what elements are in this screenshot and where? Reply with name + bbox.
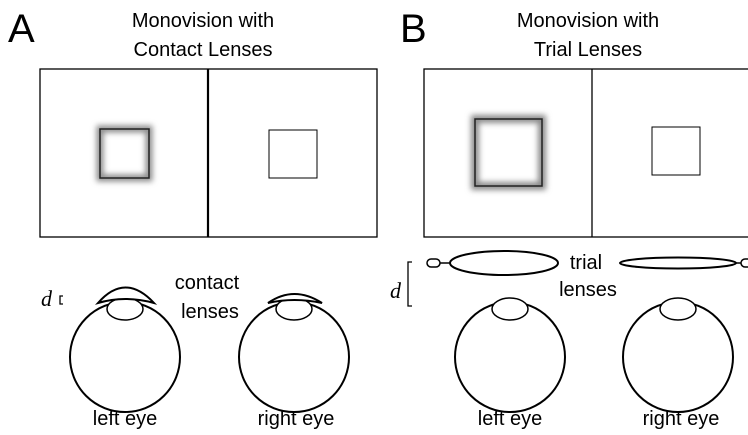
panel-b-title-line2: Trial Lenses [534, 39, 642, 61]
panel-a-right-eye [238, 293, 350, 413]
panel-b-left-eye [454, 297, 566, 413]
panel-b-left-cornea [491, 297, 529, 321]
panel-a-blurred-square [99, 128, 150, 179]
panel-b-left-eye-label: left eye [478, 408, 542, 430]
panel-a-left-eye-label: left eye [93, 408, 157, 430]
panel-b-left-lens-body [449, 250, 559, 276]
panel-a-title-line1: Monovision with [132, 10, 274, 32]
panel-b-right-eye [622, 297, 734, 413]
panel-b-distance-bracket [407, 261, 412, 307]
panel-a: A Monovision with Contact Lenses d left … [8, 7, 378, 430]
panel-a-right-contact-lens [267, 293, 323, 304]
panel-b-right-lens-handle [740, 258, 748, 268]
panel-b-lens-label-line1: trial [570, 252, 602, 274]
panel-a-stimulus-display [39, 68, 378, 238]
panel-b-left-trial-lens [426, 250, 559, 276]
panel-letter-b: B [400, 7, 427, 51]
panel-b-blur-halo [471, 115, 546, 190]
panel-a-lens-label-line1: contact [175, 272, 240, 294]
panel-b-stimulus-display [423, 68, 748, 238]
panel-a-lens-label-line2: lenses [181, 301, 239, 323]
panel-b-display-frame [423, 68, 748, 238]
panel-b-distance-symbol: d [390, 278, 402, 303]
panel-a-right-eye-label: right eye [258, 408, 335, 430]
panel-a-title-line2: Contact Lenses [134, 39, 273, 61]
panel-b-left-lens-handle [426, 258, 441, 268]
panel-b-right-lens-body [619, 256, 737, 270]
panel-b-sharp-square [651, 126, 701, 176]
panel-a-distance-bracket [59, 295, 63, 305]
panel-a-left-eye [69, 286, 181, 413]
panel-a-distance-symbol: d [41, 286, 53, 311]
panel-b-right-cornea [659, 297, 697, 321]
panel-a-left-contact-lens [94, 286, 158, 305]
panel-b-lens-label-line2: lenses [559, 279, 617, 301]
panel-a-sharp-square [268, 129, 318, 179]
panel-b-blurred-square [474, 118, 543, 187]
panel-a-blur-halo [96, 125, 153, 182]
panel-b-title-line1: Monovision with [517, 10, 659, 32]
panel-b-right-trial-lens [619, 256, 748, 270]
panel-b-right-eye-label: right eye [643, 408, 720, 430]
panel-letter-a: A [8, 7, 35, 51]
panel-b: B Monovision with Trial Lenses d trial l… [390, 7, 748, 430]
panel-a-left-cornea [106, 297, 144, 321]
